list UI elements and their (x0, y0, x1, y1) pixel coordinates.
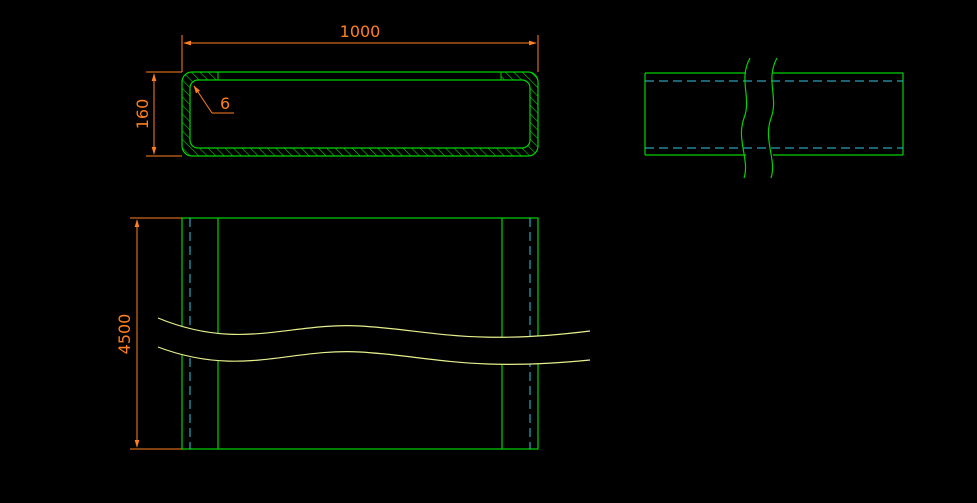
section-inner-outline (189, 79, 531, 149)
height-dimension: 160 (133, 71, 182, 157)
side-view (644, 57, 904, 179)
thickness-label: 6 (220, 94, 230, 113)
section-void-top (218, 72, 501, 80)
thickness-leader: 6 (193, 85, 234, 114)
length-dimension: 4500 (115, 217, 182, 450)
section-hatch-wall (182, 72, 538, 156)
length-dim-label: 4500 (115, 314, 134, 355)
width-dimension: 1000 (181, 22, 539, 72)
front-break-mask (158, 318, 590, 365)
thickness-leader-line (193, 85, 213, 114)
height-dim-label: 160 (133, 99, 152, 130)
front-break-line-upper (157, 317, 591, 338)
width-dim-label: 1000 (340, 22, 381, 41)
side-break-line-left (740, 57, 751, 179)
side-break-line-right (767, 57, 778, 179)
section-outer-outline (181, 71, 539, 157)
front-break-line-lower (157, 346, 591, 365)
front-view (157, 217, 591, 450)
section-view (181, 71, 539, 157)
